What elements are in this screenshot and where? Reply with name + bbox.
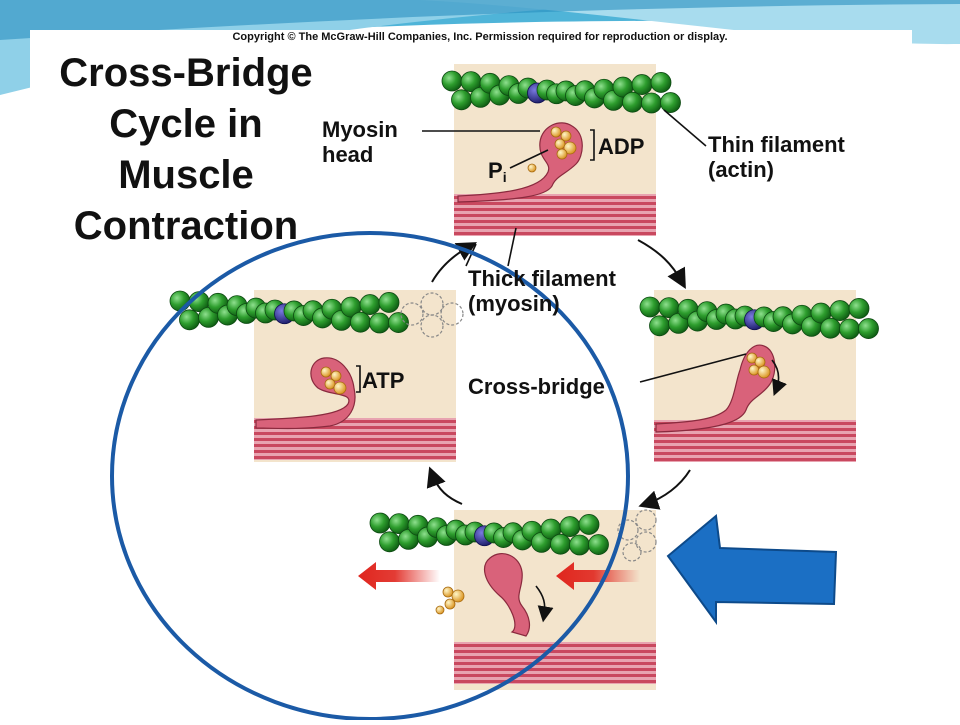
actin-bead (588, 534, 609, 555)
title-line: Contraction (73, 204, 299, 248)
title-line: Muscle (118, 153, 254, 197)
thick-filament-stripe (654, 428, 856, 431)
thick-filament-stripe (454, 220, 656, 223)
thick-filament-stripe (654, 422, 856, 425)
actin-bead (650, 72, 672, 93)
actin-bead (169, 290, 191, 312)
actin-bead (641, 92, 662, 114)
actin-bead (550, 533, 571, 555)
actin-bead (441, 70, 463, 92)
phosphate-bead (330, 370, 342, 382)
thick-filament-stripe (654, 458, 856, 461)
myosin-head-label: Myosin head (322, 117, 398, 167)
actin-bead (179, 309, 200, 331)
actin-bead (369, 512, 391, 534)
thick-filament-stripe (254, 444, 456, 447)
thick-filament-stripe (454, 662, 656, 665)
thick-filament-stripe (654, 446, 856, 449)
title-line: Cycle in (109, 102, 263, 146)
actin-bead (559, 516, 581, 537)
thick-filament-stripe (454, 214, 656, 217)
thick-filament-stripe (454, 208, 656, 211)
phosphate-bead (442, 586, 454, 598)
pi-label: Pi (488, 158, 507, 185)
thick-filament-stripe (454, 656, 656, 659)
actin-bead (631, 74, 653, 95)
actin-bead (369, 312, 390, 334)
actin-bead (388, 312, 409, 333)
slide-title: Cross-Bridge Cycle in Muscle Contraction (36, 48, 336, 252)
thick-filament-stripe (454, 680, 656, 683)
actin-filaments (169, 70, 879, 556)
thick-filament-stripe (454, 674, 656, 677)
title-line: Cross-Bridge (59, 51, 313, 95)
actin-bead (622, 91, 643, 113)
actin-bead (378, 292, 400, 313)
copyright-notice: Copyright © The McGraw-Hill Companies, I… (232, 31, 728, 43)
myosin-heads (255, 122, 776, 637)
thick-filament-stripe (254, 456, 456, 459)
phosphate-bead (320, 366, 332, 378)
myosin-head-right (655, 344, 776, 433)
phosphate-bead (563, 141, 577, 155)
thick-filament-stripe (654, 440, 856, 443)
actin-bead (359, 294, 381, 315)
phosphate-bead (748, 364, 760, 376)
phosphate-bead (444, 598, 456, 610)
thick-filament-stripe (254, 426, 456, 429)
actin-bead (839, 318, 860, 340)
thick-filament-stripe (254, 450, 456, 453)
slide-direction-arrows (358, 562, 640, 590)
thick-filament-stripe (254, 420, 456, 423)
atp-label: ATP (362, 368, 405, 393)
actin-bead (379, 531, 400, 553)
power-stroke-arrows (535, 359, 787, 623)
actin-bead (829, 300, 851, 321)
adp-label: ADP (598, 134, 645, 159)
phosphate-bead (754, 356, 766, 368)
thick-filament-stripe (454, 196, 656, 199)
actin-bead (451, 89, 472, 111)
phosphate-bead (560, 130, 572, 142)
actin-bead (660, 92, 681, 113)
thick-filament-stripe (454, 232, 656, 235)
actin-bead (569, 534, 590, 556)
thick-filament-stripe (254, 438, 456, 441)
thin-filament-label: Thin filament (actin) (708, 132, 845, 182)
phosphate-bead (757, 365, 771, 379)
phosphate-bead (527, 163, 537, 173)
highlight-circle (110, 231, 630, 721)
myosin-head-left (255, 357, 356, 430)
myosin-head-top (457, 122, 583, 203)
thick-filament-stripe (654, 452, 856, 455)
actin-bead (649, 315, 670, 337)
cross-bridge-label: Cross-bridge (468, 374, 605, 399)
phosphate-bead (550, 126, 562, 138)
thick-filament-label: Thick filament (myosin) (468, 266, 616, 316)
myosin-head-bottom (483, 553, 531, 637)
actin-bead (858, 318, 879, 339)
thick-filament-stripe (254, 432, 456, 435)
thick-filament-stripe (454, 202, 656, 205)
nucleotide-clusters (320, 126, 771, 615)
actin-bead (578, 514, 600, 535)
actin-bead (848, 298, 870, 319)
thick-filament-stripe (654, 434, 856, 437)
phosphate-bead (324, 378, 336, 390)
thick-filament-stripe (454, 668, 656, 671)
actin-bead (820, 317, 841, 339)
thick-filament-stripe (454, 226, 656, 229)
displaced-beads-outline (400, 292, 657, 562)
phosphate-bead (333, 381, 347, 395)
actin-bead (639, 296, 661, 318)
phosphate-bead (556, 148, 568, 160)
phosphate-bead (451, 589, 465, 603)
thick-filament-stripe (454, 650, 656, 653)
pointer-arrow (666, 514, 838, 626)
phosphate-bead (554, 138, 566, 150)
phosphate-bead (435, 605, 445, 615)
actin-bead (350, 311, 371, 333)
